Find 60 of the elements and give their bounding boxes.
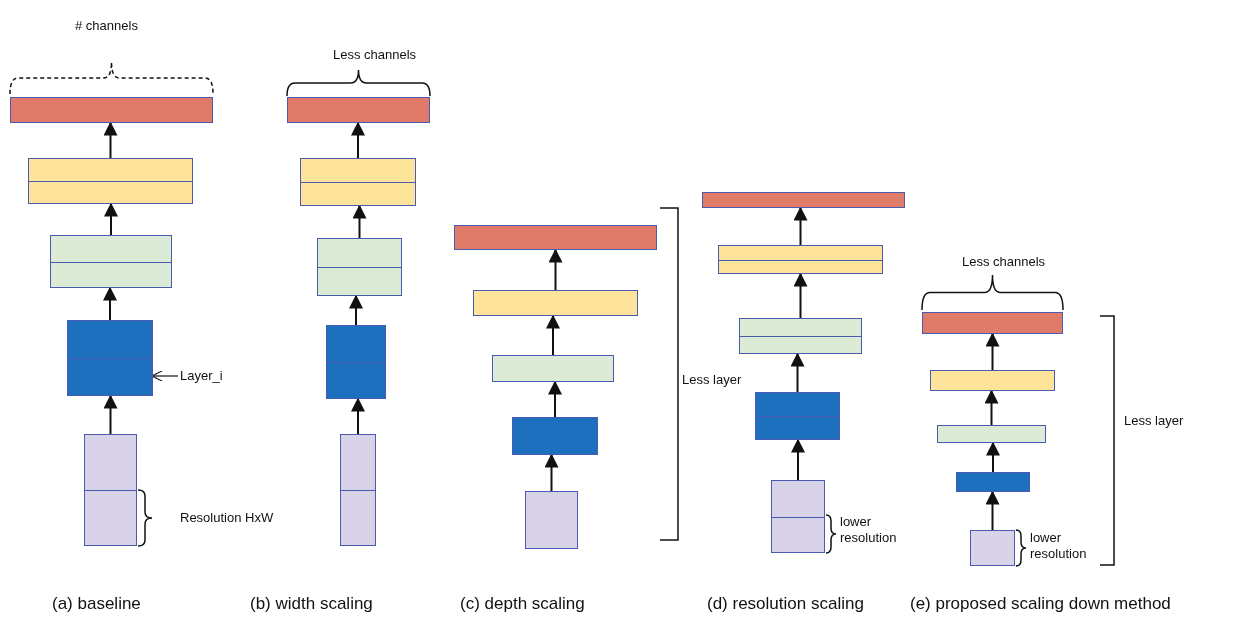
arrow — [986, 441, 1000, 473]
brace-label: Less layer — [682, 372, 742, 388]
arrow — [548, 248, 563, 291]
arrow — [351, 397, 365, 435]
arrow — [104, 202, 118, 236]
brace-label: Less channels — [333, 47, 417, 63]
layer-block — [755, 392, 840, 440]
output-layer-block — [10, 97, 213, 123]
channel-count-label: # channels — [75, 18, 138, 34]
layer-block — [67, 320, 153, 396]
layer-block — [492, 355, 614, 382]
input-block — [771, 480, 825, 553]
brace-label: Resolution HxW — [180, 510, 274, 526]
layer-block — [937, 425, 1046, 443]
caption: (a) baseline — [52, 594, 141, 615]
output-layer-block — [287, 97, 430, 123]
arrow — [544, 453, 559, 492]
leader-arrow — [151, 370, 179, 382]
arrow — [790, 352, 805, 393]
layer-block — [930, 370, 1055, 391]
arrow — [103, 286, 117, 321]
arrow — [984, 389, 999, 426]
layer-block — [317, 238, 402, 296]
arrow — [103, 121, 118, 159]
layer-block — [473, 290, 638, 316]
arrow — [351, 121, 365, 159]
output-layer-block — [702, 192, 905, 208]
layer-block — [326, 325, 386, 399]
brace-label: lower resolution — [1030, 530, 1088, 562]
arrow — [352, 204, 367, 239]
layer-block — [28, 158, 193, 204]
layer-block — [50, 235, 172, 288]
brace-label: Less layer — [1124, 413, 1184, 429]
arrow — [793, 272, 808, 319]
brace-label: lower resolution — [840, 514, 898, 546]
arrow — [349, 294, 363, 326]
caption: (e) proposed scaling down method — [910, 594, 1171, 615]
arrow — [548, 380, 562, 418]
input-block — [340, 434, 376, 546]
arrow — [791, 438, 805, 481]
brace-label: Less channels — [962, 254, 1046, 270]
input-block — [525, 491, 578, 549]
layer-block — [300, 158, 416, 206]
arrow — [985, 332, 1000, 371]
layer-block — [718, 245, 883, 274]
output-layer-block — [454, 225, 657, 250]
arrow — [985, 490, 1000, 531]
caption: (b) width scaling — [250, 594, 373, 615]
layer-block — [956, 472, 1030, 492]
arrow — [793, 206, 808, 246]
arrow — [546, 314, 560, 356]
arrow — [103, 394, 118, 435]
layer-block — [512, 417, 598, 455]
caption: (d) resolution scaling — [707, 594, 864, 615]
input-block — [84, 434, 137, 546]
input-block — [970, 530, 1015, 566]
output-layer-block — [922, 312, 1063, 334]
caption: (c) depth scaling — [460, 594, 585, 615]
layer-label: Layer_i — [180, 368, 223, 384]
layer-block — [739, 318, 862, 354]
